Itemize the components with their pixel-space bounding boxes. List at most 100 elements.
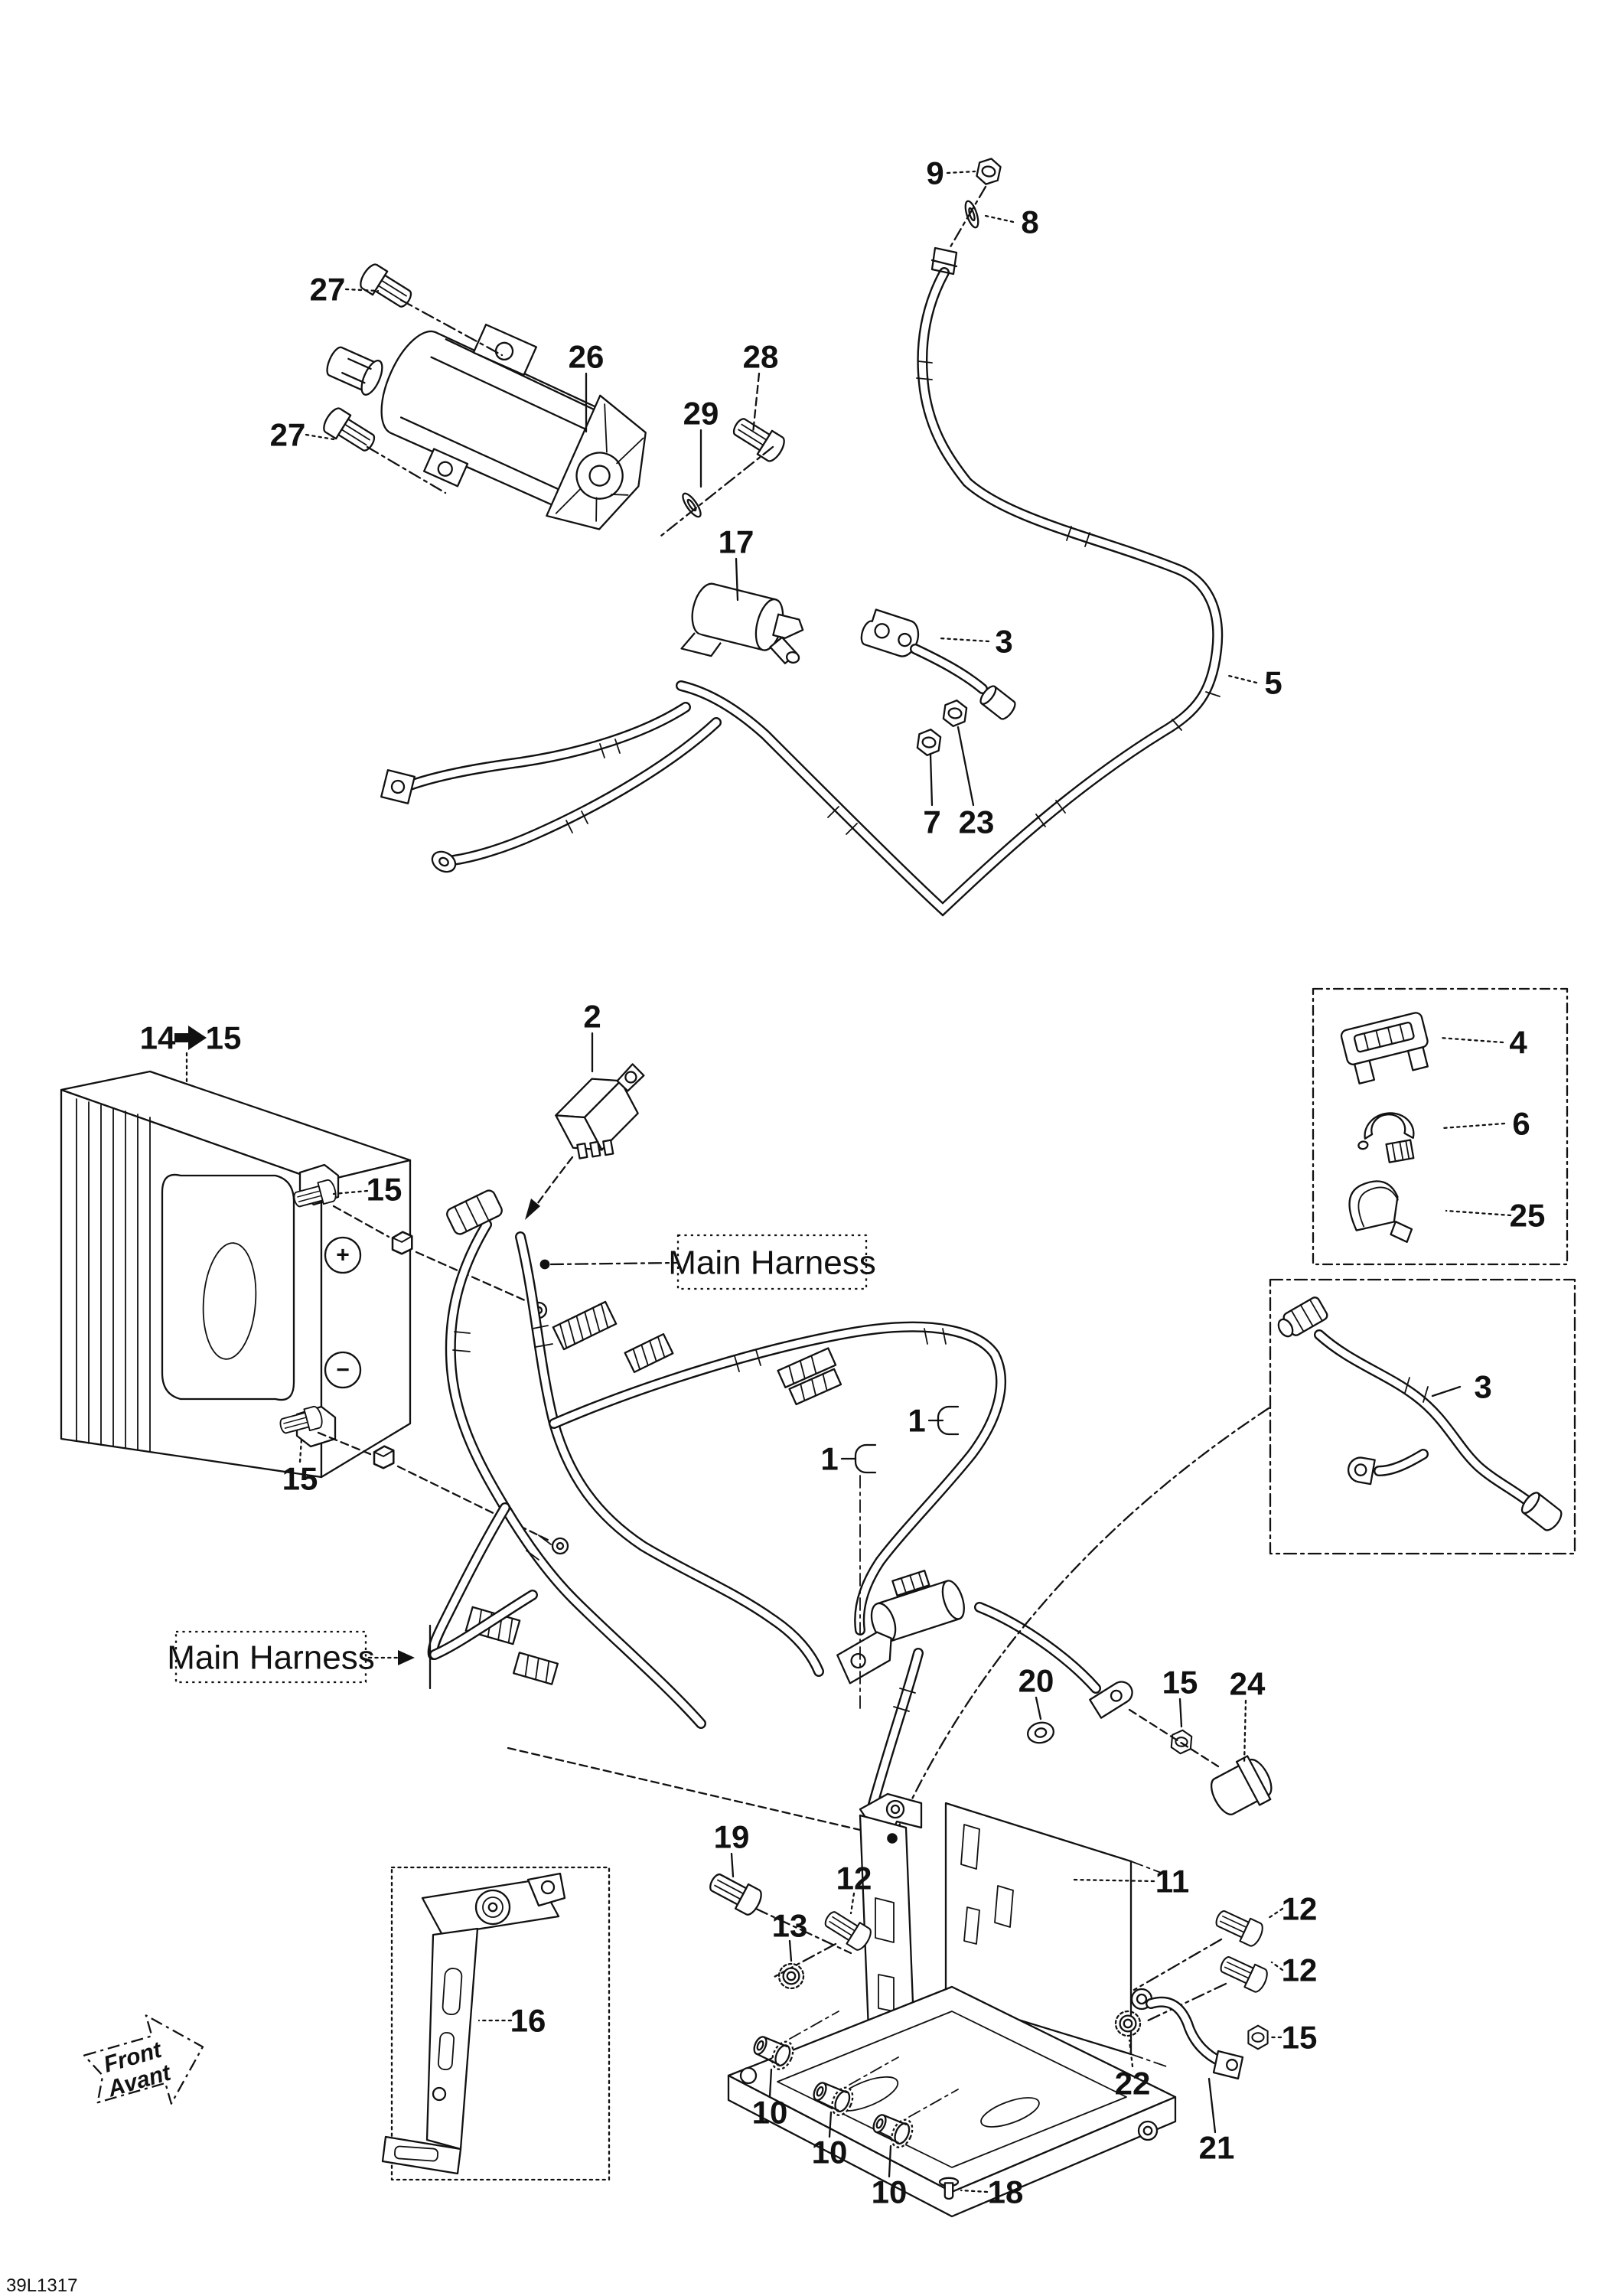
fuse-cover-25	[1348, 1180, 1413, 1243]
battery-from-label: 14	[140, 1020, 176, 1056]
callout-7: 7	[923, 804, 940, 840]
main-harness-label-bottom: Main Harness	[167, 1590, 538, 1690]
callout-24: 24	[1230, 1666, 1266, 1702]
callout-16: 16	[510, 2003, 546, 2039]
axis-9-8	[947, 185, 987, 251]
callout-10b: 10	[812, 2135, 848, 2170]
axis-27-top	[399, 298, 504, 357]
battery-to-label: 15	[206, 1020, 242, 1056]
callout-9: 9	[926, 155, 943, 191]
callout-11: 11	[1155, 1864, 1189, 1900]
solenoid-17	[680, 582, 804, 664]
axis-28-29	[660, 445, 774, 537]
bolt-12b	[1211, 1905, 1266, 1949]
terminal-cube-nut-top	[391, 1231, 413, 1255]
relay-2	[555, 1063, 645, 1159]
fuse-holder-6	[1357, 1112, 1415, 1163]
callouts: 9 8 27 26 28 29 27 17 3 5 7 23 2 15 15 1…	[270, 155, 1546, 2210]
callout-8: 8	[1021, 204, 1038, 240]
bolt-27-top	[356, 260, 417, 314]
ring-terminal-minus	[551, 1537, 569, 1555]
callout-3b: 3	[1474, 1369, 1491, 1405]
terminal-cube-nut-bottom	[373, 1445, 395, 1469]
callout-12a: 12	[836, 1861, 872, 1896]
callout-25: 25	[1510, 1198, 1546, 1234]
starter-cables-lower	[380, 702, 722, 873]
fuse-4	[1340, 1012, 1429, 1084]
washer-8	[962, 198, 982, 230]
harness-clip-1b	[854, 1443, 877, 1474]
callout-12b: 12	[1282, 1891, 1318, 1927]
axis-battery-plus	[332, 1205, 528, 1303]
axis-12bc	[1133, 1938, 1227, 2024]
front-direction-arrow: Front Avant	[83, 2014, 204, 2105]
starter-cable-5	[676, 246, 1224, 917]
main-harness	[427, 1189, 1133, 1824]
axis-lug-24	[1128, 1708, 1220, 1768]
callout-5: 5	[1264, 665, 1282, 701]
bolt-12c	[1216, 1951, 1271, 1995]
main-harness-bottom-text: Main Harness	[167, 1639, 374, 1677]
battery-assembly-label: 14 15	[140, 1020, 242, 1056]
axis-27-bottom	[366, 445, 447, 494]
callout-23: 23	[959, 804, 995, 840]
callout-10a: 10	[752, 2095, 788, 2131]
plus-label: +	[336, 1243, 350, 1268]
callout-21: 21	[1199, 2130, 1235, 2166]
fuse-detail-box	[1312, 987, 1569, 1266]
ground-strap-21	[1130, 1988, 1244, 2080]
callout-2: 2	[583, 999, 601, 1035]
battery-tray-11	[727, 1792, 1177, 2218]
callout-17: 17	[719, 524, 754, 560]
minus-label: −	[336, 1358, 350, 1383]
starter-ground-cable-3	[860, 608, 1016, 720]
callout-27b: 27	[270, 417, 306, 453]
callout-12c: 12	[1282, 1952, 1318, 1988]
nut-15c	[1170, 1728, 1193, 1756]
callout-19: 19	[714, 1819, 750, 1855]
main-harness-label-top: Main Harness	[539, 1234, 876, 1290]
callout-28: 28	[743, 339, 779, 375]
relay-arrow	[525, 1156, 574, 1220]
axes-bushings	[789, 2011, 959, 2118]
leader-lines	[185, 170, 1512, 2193]
grommet-20	[1025, 1719, 1057, 1746]
nut-7	[915, 727, 943, 758]
main-harness-top-text: Main Harness	[668, 1244, 875, 1282]
nut-9	[974, 155, 1003, 188]
nut-23	[941, 698, 969, 729]
leader-harness-tray	[507, 1746, 885, 1837]
battery-cable-3	[1277, 1296, 1563, 1531]
diagram-code: 39L1317	[6, 2275, 77, 2296]
axis-12a	[771, 1942, 837, 1979]
starter-motor-26	[326, 323, 647, 530]
callout-26: 26	[569, 339, 605, 375]
bracket-detail-box	[381, 1866, 611, 2181]
callout-6: 6	[1512, 1106, 1530, 1142]
callout-18: 18	[988, 2174, 1024, 2210]
callout-29: 29	[683, 396, 719, 432]
nut-15d	[1247, 2024, 1269, 2050]
callout-1b: 1	[820, 1441, 838, 1477]
callout-15d: 15	[1282, 2020, 1318, 2056]
callout-15c: 15	[1162, 1665, 1198, 1701]
bracket-16	[381, 1872, 566, 2175]
callout-22: 22	[1115, 2066, 1151, 2102]
bolt-19	[705, 1867, 766, 1919]
battery-cable-detail-box	[1269, 1278, 1576, 1555]
callout-4: 4	[1509, 1025, 1527, 1061]
callout-1a: 1	[908, 1403, 925, 1439]
callout-15b: 15	[282, 1461, 318, 1497]
callout-15a: 15	[367, 1172, 402, 1208]
callout-27a: 27	[310, 272, 346, 308]
callout-10c: 10	[872, 2174, 908, 2210]
callout-13: 13	[772, 1908, 808, 1944]
plus-symbol: +	[324, 1236, 362, 1274]
boot-24	[1210, 1755, 1273, 1815]
callout-20: 20	[1018, 1663, 1054, 1699]
leader-arc-box3	[895, 1407, 1270, 1832]
battery-14	[60, 1070, 412, 1479]
star-washer-13	[777, 1962, 805, 1990]
